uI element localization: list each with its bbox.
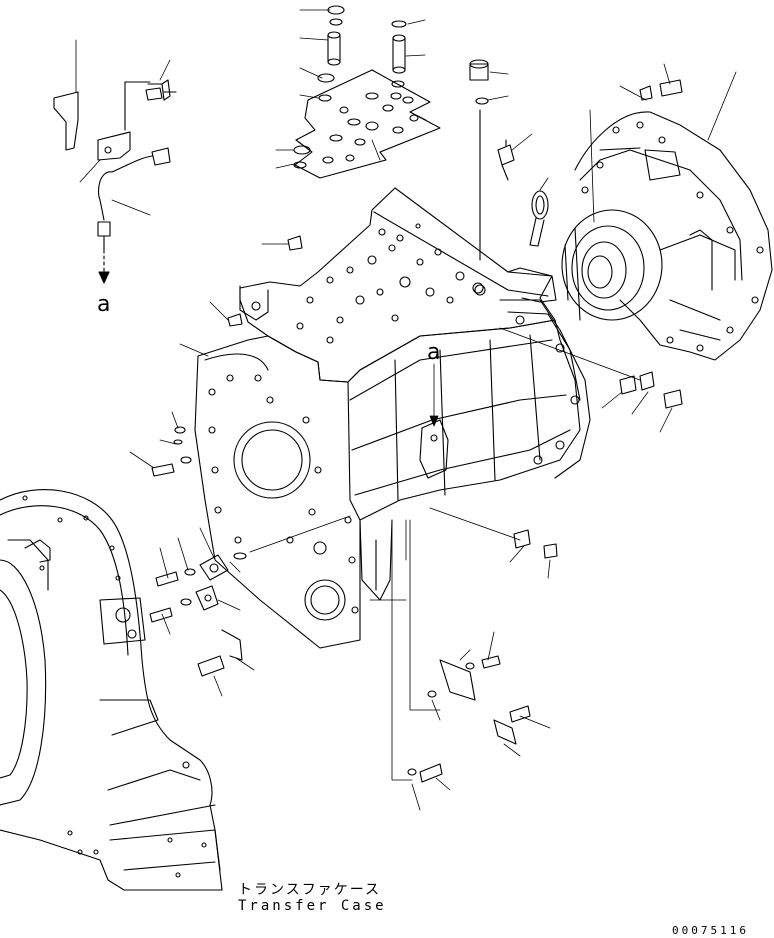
leader-lines [76, 10, 736, 810]
flywheel-housing [0, 490, 222, 890]
eye-bolt [530, 191, 548, 246]
caption-japanese: トランスファケース [238, 882, 382, 898]
reference-mark-left: a [97, 292, 111, 317]
caption-english: Transfer Case [238, 898, 387, 914]
reference-mark-center: a [427, 340, 441, 365]
valve-gasket-plate [295, 70, 440, 178]
speed-sensor-harness [54, 82, 176, 283]
breather-plug-assembly [470, 60, 514, 260]
fasteners-bottom [408, 80, 682, 782]
pto-housing [562, 112, 772, 360]
transfer-case-housing [195, 188, 590, 648]
figure-number: 00075116 [672, 924, 749, 937]
fasteners-front [148, 80, 302, 676]
sleeves-and-orings [294, 6, 406, 168]
